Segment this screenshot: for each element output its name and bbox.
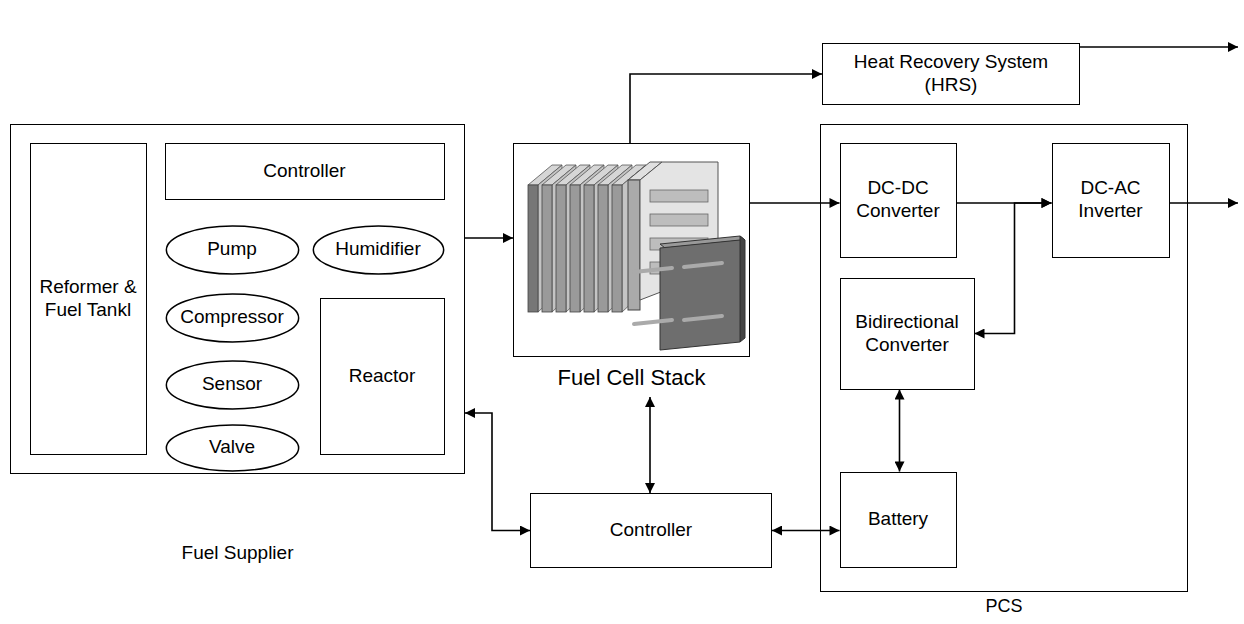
fuel-supplier-group: Fuel SupplierReformer & Fuel TanklContro… (10, 124, 465, 474)
heat-recovery-box: Heat Recovery System (HRS) (822, 43, 1080, 105)
converter-box: Bidirectional Converter (840, 278, 975, 390)
node-label: PCS (985, 596, 1022, 618)
reformer-box: Reformer & Fuel Tankl (30, 143, 147, 455)
node-label: Reformer & Fuel Tankl (38, 276, 138, 322)
controller-box: Controller (530, 493, 772, 568)
node-label: Reactor (349, 365, 416, 388)
node-label: DC-DC Converter (848, 177, 948, 223)
node-label: Valve (209, 436, 255, 459)
node-label: Humidifier (335, 238, 421, 261)
converter-box: DC-DC Converter (840, 143, 957, 258)
reactor-box: Reactor (320, 298, 445, 455)
valve-ellipse: Valve (165, 424, 300, 472)
node-label: Bidirectional Converter (847, 311, 967, 357)
flow-arrow (630, 74, 822, 143)
flow-arrow (975, 203, 1052, 334)
node-label: Controller (263, 160, 345, 183)
sensor-ellipse: Sensor (165, 360, 300, 410)
node-label: DC-AC Inverter (1061, 177, 1161, 223)
flow-arrow (465, 413, 530, 531)
humidifier-ellipse: Humidifier (312, 225, 445, 275)
pump-ellipse: Pump (165, 225, 300, 275)
pcs-group: PCSDC-DC ConverterDC-AC InverterBidirect… (820, 124, 1188, 592)
node-label: Fuel Supplier (182, 542, 294, 565)
flow-arrow (750, 202, 840, 204)
flow-arrow (772, 530, 840, 532)
battery-box: Battery (840, 472, 957, 568)
compressor-ellipse: Compressor (165, 293, 300, 343)
flow-arrow (899, 390, 901, 472)
node-label: Compressor (180, 306, 283, 329)
controller-box: Controller (165, 143, 445, 200)
flow-arrow (649, 397, 651, 493)
ac-output-arrow (1170, 202, 1238, 204)
fuel-cell-stack: Fuel Cell Stack (513, 143, 750, 397)
node-label: Heat Recovery System (HRS) (839, 51, 1064, 97)
node-label: Battery (868, 508, 928, 531)
inverter-box: DC-AC Inverter (1052, 143, 1170, 258)
heat-output-arrow (1080, 46, 1238, 48)
node-label: Fuel Cell Stack (558, 365, 706, 391)
node-label: Controller (610, 519, 692, 542)
stack-frame (513, 143, 750, 357)
node-label: Pump (207, 238, 257, 261)
flow-arrow (465, 237, 513, 239)
node-label: Sensor (202, 373, 262, 396)
fuel-cell-stack-illustration (528, 162, 745, 350)
stack-end-plate (634, 236, 745, 350)
